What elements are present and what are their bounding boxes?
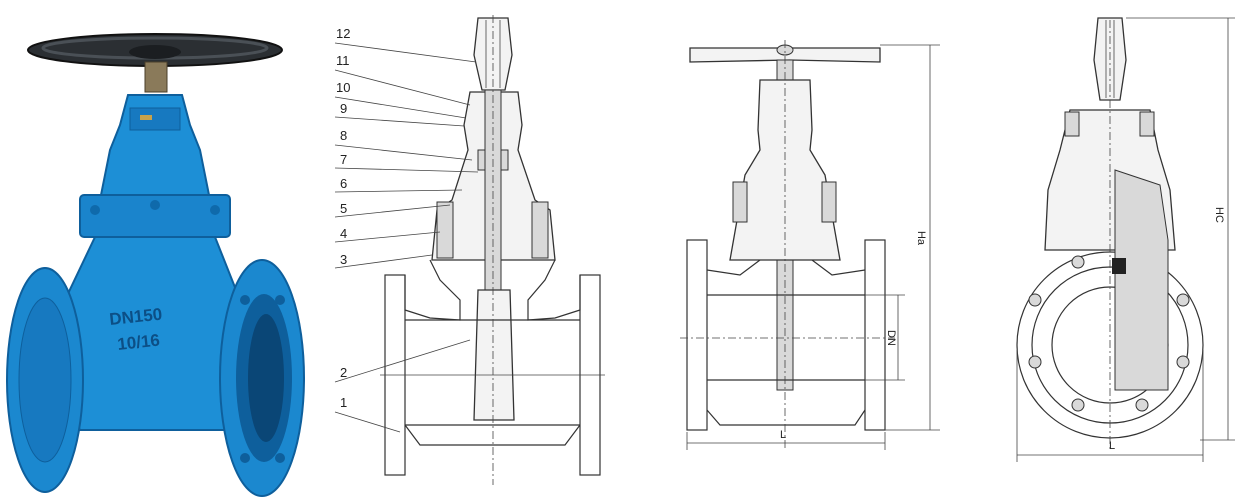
- casting-text-pressure: 10/16: [116, 331, 160, 354]
- part-number-12: 12: [336, 26, 350, 41]
- leader-lines: [334, 42, 479, 433]
- part-number-1: 1: [340, 395, 347, 410]
- valve-stem: [144, 61, 168, 93]
- part-number-8: 8: [340, 128, 347, 143]
- front-view: DN Ha L: [680, 40, 940, 450]
- dim-label-dn: DN: [885, 330, 897, 346]
- part-number-4: 4: [340, 226, 347, 241]
- dim-label-ha: Ha: [915, 231, 927, 246]
- part-number-11: 11: [336, 53, 350, 68]
- dim-label-hc: HC: [1213, 207, 1225, 223]
- dim-label-l-side: L: [1109, 440, 1115, 452]
- part-number-10: 10: [336, 80, 350, 95]
- part-number-5: 5: [340, 201, 347, 216]
- dim-label-l-front: L: [780, 429, 786, 441]
- part-number-2: 2: [340, 365, 347, 380]
- part-number-7: 7: [340, 152, 347, 167]
- part-number-9: 9: [340, 101, 347, 116]
- part-number-3: 3: [340, 252, 347, 267]
- part-number-6: 6: [340, 176, 347, 191]
- sectional-view: 12 11 10 9 8 7 6 5 4 3 2 1: [334, 15, 605, 485]
- valve-photo: DN150 10/16: [6, 33, 305, 497]
- side-view: HC L: [1016, 17, 1235, 462]
